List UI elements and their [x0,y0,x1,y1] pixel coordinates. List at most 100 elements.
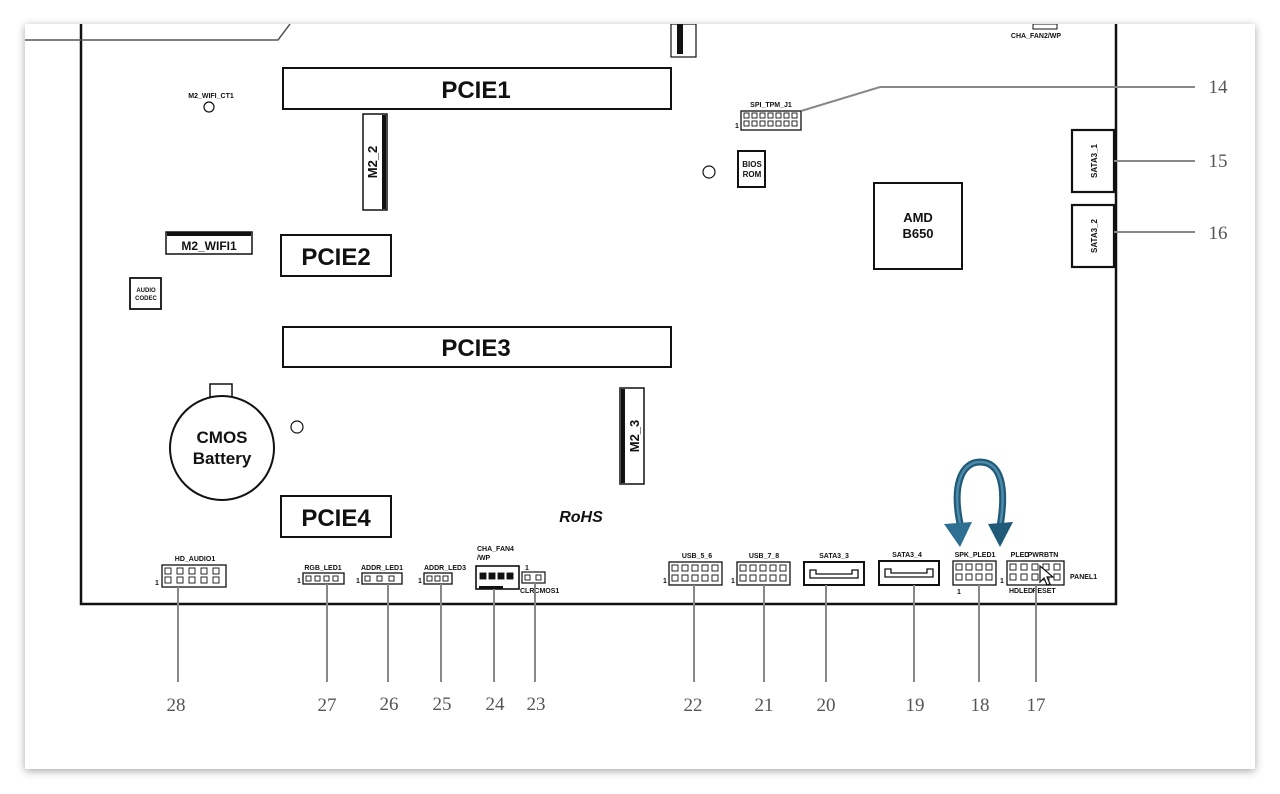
m2-2-label: M2_2 [365,146,380,179]
sata3-1-label: SATA3_1 [1090,143,1099,177]
pin [691,574,699,582]
pin [1020,563,1028,571]
pin [965,563,973,571]
pin [1009,563,1017,571]
cha-fan2-header [1032,23,1058,30]
pin [965,573,973,581]
m2-3-label: M2_3 [627,420,642,453]
cha-fan2-label: CHA_FAN2/WP [1011,33,1062,40]
pin [759,120,766,127]
clrcmos-label: CLRCMOS1 [520,588,559,595]
pin [314,575,321,582]
audio-codec-line1: AUDIO [136,288,156,294]
pin [955,563,963,571]
battery-line1: CMOS [197,428,248,447]
top-connector [670,23,697,58]
usb56-label: USB_5_6 [682,553,712,560]
pin [323,575,330,582]
sata3-2-connector [1070,203,1116,269]
chipset-line2: B650 [902,226,933,241]
pin [985,563,993,571]
sata3-3-label: SATA3_3 [819,553,849,560]
hdled-label: HDLED [1009,588,1033,595]
pin [769,564,777,572]
pin [212,567,220,575]
pin [975,563,983,571]
pin [188,576,196,584]
pin [1020,573,1028,581]
bios-rom-chip [737,150,766,188]
audio-codec-line2: CODEC [135,296,157,302]
pin [711,574,719,582]
usb78-label: USB_7_8 [749,553,779,560]
pin [975,573,983,581]
rgb-led-label: RGB_LED1 [304,565,341,572]
pin [701,574,709,582]
pin [164,567,172,575]
pin [739,574,747,582]
cha-fan4-label-1: CHA_FAN4 [477,546,514,553]
pcie4-slot [280,495,392,538]
pin [743,120,750,127]
pin [767,112,774,119]
clrcmos-jumper [521,571,546,584]
pin [783,112,790,119]
svg-text:1: 1 [356,578,360,585]
pin [200,567,208,575]
bios-line2: ROM [743,170,762,179]
battery-line2: Battery [193,449,252,468]
cmos-battery [169,395,275,501]
pin [535,574,542,581]
svg-text:1: 1 [731,578,735,585]
pcie2-slot [280,234,392,277]
pin [1009,573,1017,581]
addr-led3-label: ADDR_LED3 [424,565,466,572]
svg-text:1: 1 [1000,578,1004,585]
pcie1-label: PCIE1 [441,77,510,104]
panel-label: PANEL1 [1070,574,1097,581]
pin [488,572,496,580]
pin [1053,563,1061,571]
leader-14 [800,86,1195,112]
pin [759,574,767,582]
pin [506,572,514,580]
callout-17: 17 [1027,695,1046,716]
pin [1042,563,1050,571]
pin [775,112,782,119]
manual-page: CHA_FAN2/WP PCIE1 PCIE2 PCIE3 PCIE4 M2_2… [25,23,1255,769]
pin [791,120,798,127]
pin [1031,563,1039,571]
svg-text:1: 1 [735,123,739,130]
pled-label: PLED [1011,552,1030,559]
pin [442,575,449,582]
bios-line1: BIOS [742,160,762,169]
svg-text:1: 1 [297,578,301,585]
callout-26: 26 [380,694,399,715]
hd-audio-label: HD_AUDIO1 [175,556,216,563]
pin [671,564,679,572]
callout-24: 24 [486,694,506,715]
amd-b650-chipset [873,182,963,270]
pin [212,576,220,584]
pin [759,564,767,572]
pin [176,576,184,584]
callout-25: 25 [433,694,452,715]
callout-27: 27 [318,695,337,716]
audio-codec-chip [129,277,162,310]
pin [479,572,487,580]
pin [681,564,689,572]
pin [332,575,339,582]
svg-text:1: 1 [155,580,159,587]
pin [176,567,184,575]
pin [783,120,790,127]
pin [1053,573,1061,581]
pcie2-label: PCIE2 [301,244,370,271]
svg-text:1: 1 [663,578,667,585]
mount-hole [203,101,215,113]
callout-21: 21 [755,695,774,716]
pin [376,575,383,582]
callout-16: 16 [1209,223,1228,244]
callout-28: 28 [167,695,186,716]
pin [701,564,709,572]
pin [791,112,798,119]
